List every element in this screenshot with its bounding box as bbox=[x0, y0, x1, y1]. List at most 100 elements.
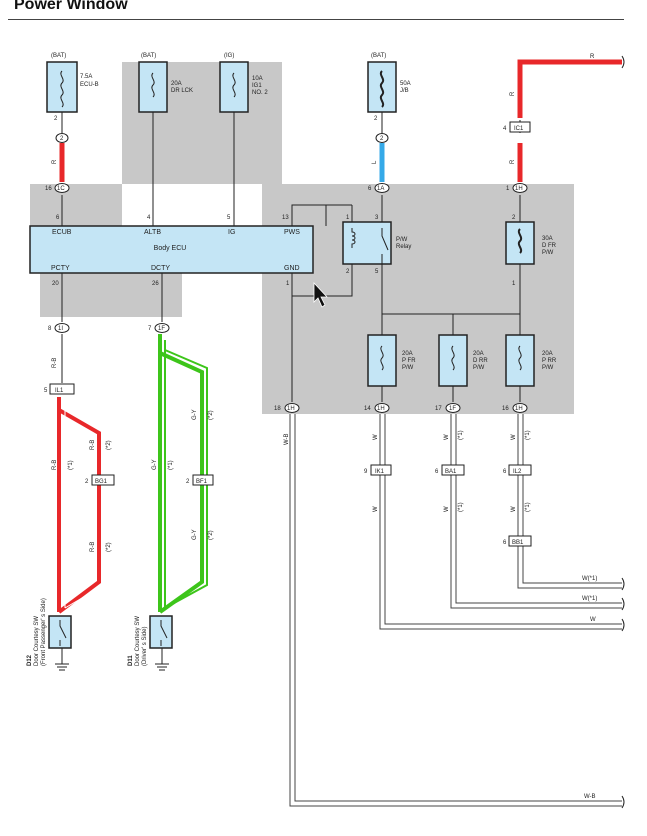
conn-id: BF1 bbox=[196, 479, 208, 485]
inline-connectors bbox=[49, 121, 532, 547]
conn-pin: 2 bbox=[85, 479, 89, 485]
fuse-p-fr-pw bbox=[367, 334, 397, 387]
fuse-pin-jb: 2 bbox=[374, 116, 378, 122]
ecu-pinnum-13: 13 bbox=[282, 215, 289, 221]
pin-num: 1 bbox=[512, 281, 516, 287]
conn-pin: 16 bbox=[45, 186, 52, 192]
wire-note: (*1) bbox=[525, 430, 531, 440]
wire-label-w: W bbox=[511, 506, 517, 512]
fuse-p-rr-pw bbox=[505, 334, 535, 387]
conn-id: BA1 bbox=[445, 469, 457, 475]
conn-id: 1H bbox=[377, 406, 385, 412]
fuse-src-dr-lck: (BAT) bbox=[141, 53, 156, 59]
fuse-src-ecu-b: (BAT) bbox=[51, 53, 66, 59]
wire-label-wb: W-B bbox=[284, 433, 290, 445]
ecu-pinnum-4: 4 bbox=[147, 215, 151, 221]
conn-pin: 2 bbox=[186, 479, 190, 485]
exit-label: W(*1) bbox=[582, 596, 597, 602]
page-continuation-marks bbox=[621, 55, 625, 809]
fuse-name-p-rr: P RR bbox=[542, 358, 557, 364]
switch-d11 bbox=[149, 615, 173, 671]
fuse-ig1 bbox=[219, 61, 249, 113]
ecu-pin-altb: ALTB bbox=[144, 229, 161, 236]
conn-pin: 4 bbox=[503, 126, 507, 132]
conn-id: BB1 bbox=[512, 540, 524, 546]
conn-pin: 17 bbox=[435, 406, 442, 412]
fuse-amp-p-fr: 20A bbox=[402, 351, 413, 357]
wire-label-r: R bbox=[510, 159, 516, 164]
round-connectors bbox=[54, 133, 528, 413]
conn-pin: 6 bbox=[435, 469, 439, 475]
wire-note: (*1) bbox=[168, 460, 174, 470]
fuse-src-jb: (BAT) bbox=[371, 53, 386, 59]
conn-pin: 5 bbox=[44, 388, 48, 394]
ecu-pin-dcty: DCTY bbox=[151, 265, 170, 272]
fuse-name-ecu-b: ECU-B bbox=[80, 82, 99, 88]
fuse-amp-ig1: 10A bbox=[252, 76, 263, 82]
fuse-amp-jb: 50A bbox=[400, 81, 411, 87]
fuse-d-fr-pw bbox=[505, 221, 535, 265]
wire-note: (*1) bbox=[68, 460, 74, 470]
wire-label-w: W bbox=[373, 434, 379, 440]
relay-pin-1: 1 bbox=[346, 215, 350, 221]
wire-label-rb: R-B bbox=[90, 440, 96, 450]
wire-label-r: R bbox=[52, 159, 58, 164]
ecu-pin-gnd: GND bbox=[284, 265, 300, 272]
switch-name-d12: Door Courtesy SW bbox=[34, 616, 40, 666]
fuse-name-d-fr: D FR bbox=[542, 243, 557, 249]
fuse-name2-d-fr: P/W bbox=[542, 250, 554, 256]
conn-id: 1H bbox=[287, 406, 295, 412]
conn-id: IC1 bbox=[514, 126, 524, 132]
wire-label-gy: G-Y bbox=[192, 409, 198, 420]
conn-id: IL2 bbox=[513, 469, 522, 475]
exit-label: W(*1) bbox=[582, 576, 597, 582]
conn-id: 1F bbox=[158, 326, 165, 332]
wire-note: (*2) bbox=[208, 530, 214, 540]
fuse-name-d-rr: D RR bbox=[473, 358, 488, 364]
fuse-name-jb: J/B bbox=[400, 88, 409, 94]
conn-pin: 7 bbox=[148, 326, 152, 332]
conn-pin: 1 bbox=[506, 186, 510, 192]
relay-pin-3: 3 bbox=[375, 215, 379, 221]
wires-thin bbox=[61, 112, 521, 402]
conn-pin: 6 bbox=[503, 469, 507, 475]
conn-id: 1A bbox=[377, 186, 384, 192]
conn-id: 2 bbox=[380, 136, 384, 142]
fuse-src-ig1: (IG) bbox=[224, 53, 234, 59]
ecu-pinnum-6: 6 bbox=[56, 215, 60, 221]
panel-ecu-area bbox=[30, 62, 282, 226]
relay-pin-5: 5 bbox=[375, 269, 379, 275]
wire-label-gy: G-Y bbox=[152, 459, 158, 470]
wire-note: (*2) bbox=[106, 542, 112, 552]
fuse-dr-lck bbox=[138, 61, 168, 113]
ecu-pinnum-5: 5 bbox=[227, 215, 231, 221]
conn-id: 1F bbox=[449, 406, 456, 412]
wire-label-rb: R-B bbox=[52, 358, 58, 368]
conn-pin: 6 bbox=[368, 186, 372, 192]
conn-id: IL1 bbox=[55, 388, 64, 394]
fuse-name-p-fr: P FR bbox=[402, 358, 416, 364]
relay-name: P/W bbox=[396, 237, 408, 243]
conn-pin: 14 bbox=[364, 406, 371, 412]
ecu-pin-pcty: PCTY bbox=[51, 265, 70, 272]
conn-pin: 18 bbox=[274, 406, 281, 412]
wire-label-r: R bbox=[510, 91, 516, 96]
fuse-d-rr-pw bbox=[438, 334, 468, 387]
wire-label-w: W bbox=[444, 434, 450, 440]
exit-label: R bbox=[590, 54, 595, 60]
ecu-pin-pws: PWS bbox=[284, 229, 300, 236]
switch-code-d11: D11 bbox=[128, 655, 134, 666]
wires-double bbox=[289, 414, 622, 807]
conn-id: 1I bbox=[58, 326, 63, 332]
pw-relay bbox=[342, 221, 392, 265]
conn-pin: 6 bbox=[503, 540, 507, 546]
wire-note: (*2) bbox=[106, 440, 112, 450]
page-title: Power Window bbox=[14, 0, 128, 13]
conn-id: BG1 bbox=[95, 479, 108, 485]
fuse-name-dr-lck: DR LCK bbox=[171, 88, 193, 94]
conn-id: 1H bbox=[515, 186, 523, 192]
conn-id: 1C bbox=[57, 186, 65, 192]
ecu-pinnum-20: 20 bbox=[52, 281, 59, 287]
ecu-pin-ig: IG bbox=[228, 229, 235, 236]
